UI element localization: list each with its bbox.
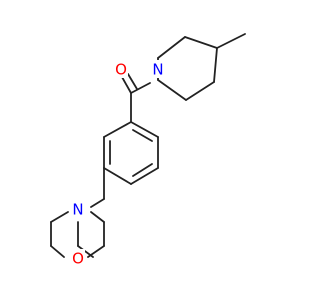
morpholine-oxygen-label: O bbox=[72, 250, 84, 268]
bond-morpholine-8 bbox=[87, 245, 105, 258]
chemical-structure-diagram: O N N O bbox=[50, 33, 246, 268]
bond-benzene-4 bbox=[103, 167, 132, 185]
bond-carbonyl-double-1 bbox=[121, 76, 132, 94]
morpholine-oxygen-background bbox=[71, 249, 85, 267]
bond-piperidine-5 bbox=[157, 79, 187, 101]
carbonyl-oxygen-background bbox=[114, 60, 128, 78]
bond-piperidine-2 bbox=[184, 36, 218, 49]
bond-benzene-3 bbox=[130, 167, 159, 185]
bond-piperidine-1 bbox=[157, 36, 186, 59]
bond-morpholine-6 bbox=[90, 211, 105, 223]
bond-carbonyl-to-nitrogen bbox=[130, 82, 151, 94]
morpholine-nitrogen-label: N bbox=[72, 201, 83, 219]
bond-piperidine-4 bbox=[185, 81, 215, 101]
atom-layer: O N N O bbox=[71, 60, 165, 268]
bond-ch2-to-nitrogen bbox=[90, 198, 105, 208]
bond-layer bbox=[50, 33, 246, 258]
carbonyl-oxygen-label: O bbox=[115, 61, 127, 79]
bond-benzene-inner-2 bbox=[132, 163, 153, 177]
bond-benzene-6 bbox=[103, 121, 132, 138]
bond-benzene-1 bbox=[130, 121, 159, 138]
bond-piperidine-3 bbox=[213, 47, 218, 83]
bond-methyl bbox=[216, 33, 246, 49]
bond-benzene-inner-1 bbox=[132, 129, 153, 142]
bond-carbonyl-double-2 bbox=[127, 73, 138, 90]
morpholine-nitrogen-background bbox=[71, 200, 85, 218]
piperidine-nitrogen-label: N bbox=[152, 61, 163, 79]
bond-morpholine-5 bbox=[50, 211, 69, 223]
piperidine-nitrogen-background bbox=[151, 60, 165, 78]
bond-morpholine-3 bbox=[50, 245, 65, 258]
